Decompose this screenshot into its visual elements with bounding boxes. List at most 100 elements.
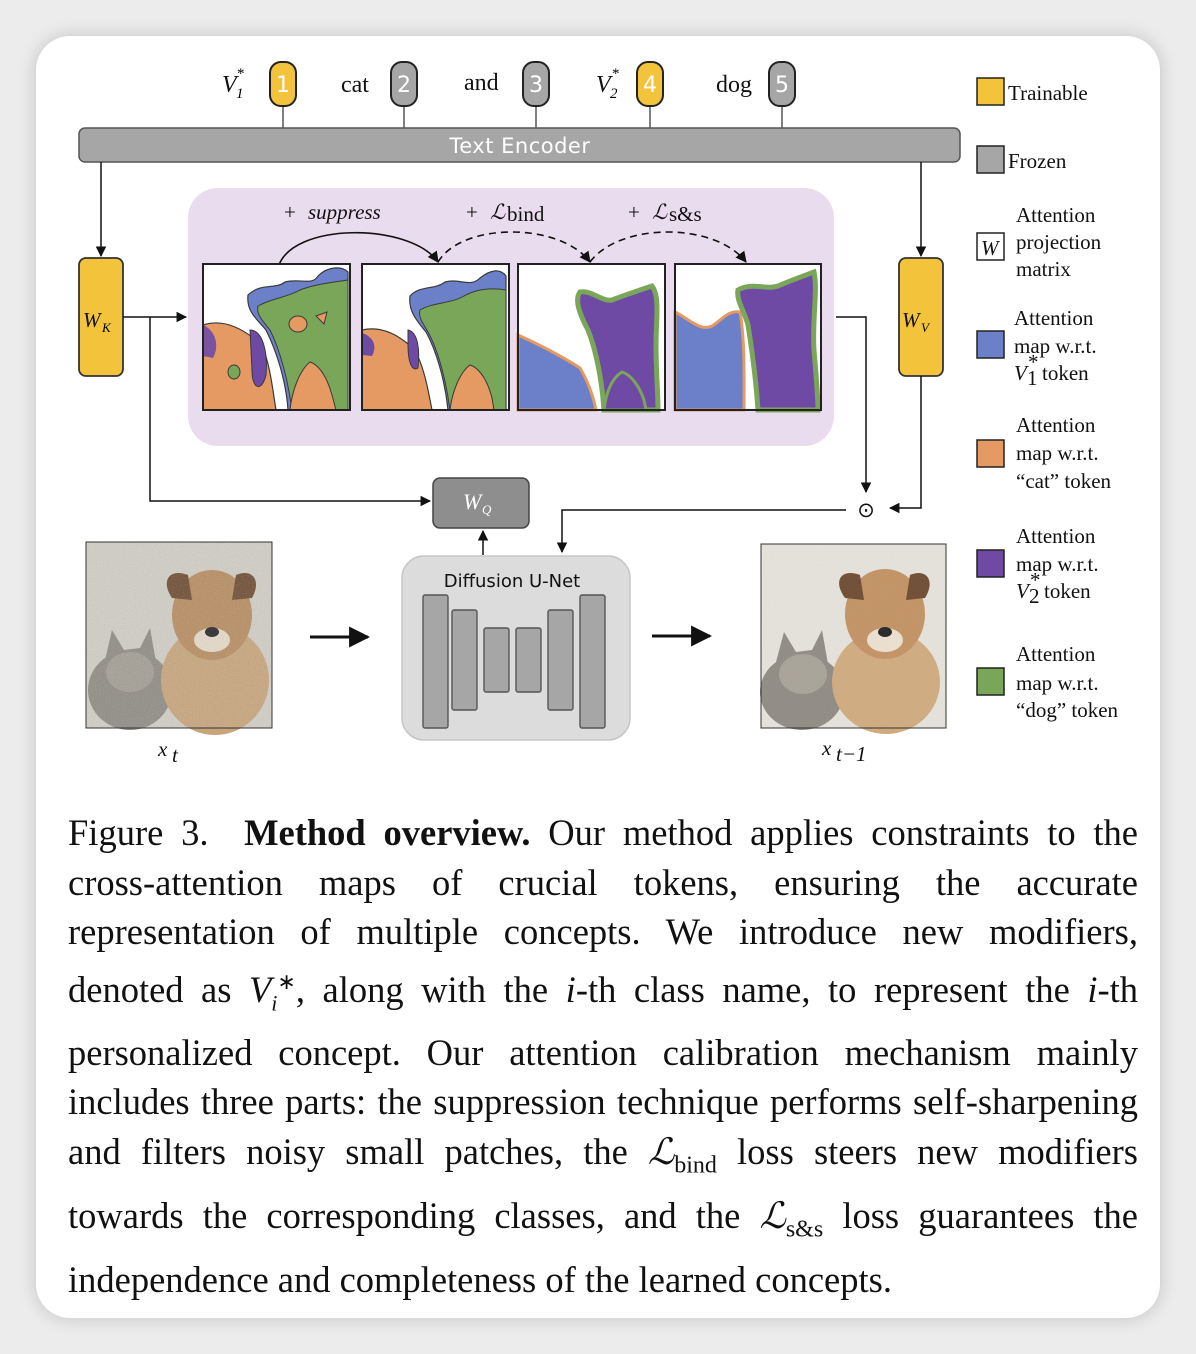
xt1-sub: t−1 <box>836 742 867 766</box>
token-v2-sub: 2 <box>610 86 618 102</box>
token-3-badge <box>522 61 550 107</box>
caption-text-6: loss guarantees the independence and com… <box>68 1194 1139 1300</box>
token-dog: dog 5 <box>716 61 796 128</box>
token-v1: V 1 * 1 <box>222 61 297 128</box>
suppress-label: suppress <box>308 200 381 224</box>
denoised-image-xt1 <box>760 543 947 734</box>
caption-text-1: Our method applies constraints to the cr… <box>68 812 1139 1010</box>
legend-projection-swatch <box>976 232 1005 261</box>
legend-frozen-label: Frozen <box>1008 149 1067 173</box>
text-encoder-bar <box>78 127 961 163</box>
token-and-label: and <box>464 70 499 96</box>
token-5-badge <box>768 61 796 107</box>
method-diagram: V 1 * 1 cat 2 and 3 V 2 * 4 dog <box>78 61 1119 767</box>
token-4-number: 4 <box>643 73 657 98</box>
legend-trainable-label: Trainable <box>1008 81 1088 105</box>
xt1-symbol: x <box>821 736 832 760</box>
token-cat-label: cat <box>341 72 369 98</box>
legend-dog-swatch <box>976 667 1005 696</box>
token-and: and 3 <box>464 61 550 128</box>
caption-figure-number: Figure 3. <box>68 812 209 853</box>
legend-v1-line2: map w.r.t. <box>1014 334 1097 358</box>
legend-v2-swatch <box>976 549 1005 578</box>
legend-projection-line3: matrix <box>1016 257 1071 281</box>
token-v2-sup: * <box>612 66 620 82</box>
caption-vi-sup: ∗ <box>277 968 296 994</box>
legend-projection-symbol: W <box>981 236 1001 260</box>
token-v1-sup: * <box>237 66 245 82</box>
legend-cat-line3: “cat” token <box>1016 469 1112 493</box>
legend-v2-sup: * <box>1030 568 1041 592</box>
suppress-plus: + <box>284 200 296 224</box>
caption-title: Method overview. <box>244 812 531 853</box>
hadamard-product-icon: ⊙ <box>857 498 875 522</box>
legend-trainable-swatch <box>976 77 1005 106</box>
legend-dog-line3: “dog” token <box>1016 698 1119 722</box>
token-2-badge <box>390 61 418 107</box>
stage-labels: + suppress + ℒ bind + ℒ s&s <box>284 200 702 226</box>
caption-i-1: i <box>565 968 576 1010</box>
legend-cat-swatch <box>976 439 1005 468</box>
bind-sub: bind <box>507 202 545 226</box>
wk-sub: K <box>101 320 112 335</box>
wq-matrix <box>432 477 530 529</box>
attention-map-2 <box>361 263 510 411</box>
xt-sub: t <box>172 743 179 767</box>
token-cat: cat 2 <box>341 61 418 128</box>
legend-frozen-swatch <box>976 145 1005 174</box>
attention-map-1 <box>202 263 351 411</box>
wq-sub: Q <box>482 502 492 517</box>
token-3-number: 3 <box>529 73 543 98</box>
caption-vi-symbol: V <box>249 968 272 1010</box>
attention-map-4 <box>673 263 822 413</box>
legend-dog-line1: Attention <box>1016 642 1096 666</box>
token-v2-label: V <box>596 72 613 98</box>
legend-v2-sym: V <box>1016 579 1031 603</box>
text-encoder-label: Text Encoder <box>448 134 590 158</box>
token-dog-label: dog <box>716 72 752 98</box>
legend-v1-sup: * <box>1028 350 1039 374</box>
legend-cat-line1: Attention <box>1016 413 1096 437</box>
ss-L: ℒ <box>652 200 668 224</box>
token-v1-sub: 1 <box>236 86 244 102</box>
token-row: V 1 * 1 cat 2 and 3 V 2 * 4 dog <box>222 61 796 128</box>
caption-text-5: loss steers new modifiers towards the co… <box>68 1131 1138 1236</box>
legend-v2-line1: Attention <box>1016 524 1096 548</box>
caption-L-ss: ℒ <box>759 1194 786 1236</box>
legend-cat-line2: map w.r.t. <box>1016 441 1099 465</box>
legend-v1-swatch <box>976 330 1005 359</box>
caption-L-bind: ℒ <box>647 1131 675 1173</box>
token-4-badge <box>636 61 664 107</box>
wv-symbol: W <box>902 308 922 332</box>
token-v1-label: V <box>222 72 239 98</box>
legend-v2-line2: map w.r.t. <box>1016 552 1099 576</box>
legend-v1-line1: Attention <box>1014 306 1094 330</box>
wk-symbol: W <box>83 308 103 332</box>
ss-plus: + <box>628 200 640 224</box>
noisy-image-xt <box>85 541 273 735</box>
attention-map-3 <box>516 263 666 413</box>
caption-i-2: i <box>1087 968 1098 1010</box>
caption-L-bind-sub: bind <box>674 1152 717 1179</box>
legend-v2-rest: token <box>1044 579 1091 603</box>
wv-sub: V <box>921 320 931 335</box>
caption-L-ss-sub: s&s <box>785 1216 824 1243</box>
figure-caption: Figure 3. Method overview. Our method ap… <box>68 808 1138 1304</box>
legend-v1-rest: token <box>1042 361 1089 385</box>
legend: Trainable Frozen W Attention projection … <box>976 77 1119 722</box>
legend-v1-sub: 1 <box>1027 366 1038 390</box>
bind-plus: + <box>466 200 478 224</box>
xt-symbol: x <box>157 737 168 761</box>
wq-symbol: W <box>463 489 483 514</box>
token-1-number: 1 <box>276 73 290 98</box>
token-2-number: 2 <box>397 73 411 98</box>
caption-vi-sub: i <box>271 990 278 1016</box>
diffusion-unet: Diffusion U-Net <box>401 555 631 741</box>
legend-v2-sub: 2 <box>1029 584 1040 608</box>
token-5-number: 5 <box>775 73 789 98</box>
legend-projection-line2: projection <box>1016 230 1102 254</box>
unet-label: Diffusion U-Net <box>444 571 580 592</box>
caption-text-3: -th class name, to represent the <box>575 968 1070 1010</box>
legend-dog-line2: map w.r.t. <box>1016 671 1099 695</box>
legend-v1-sym: V <box>1014 361 1029 385</box>
